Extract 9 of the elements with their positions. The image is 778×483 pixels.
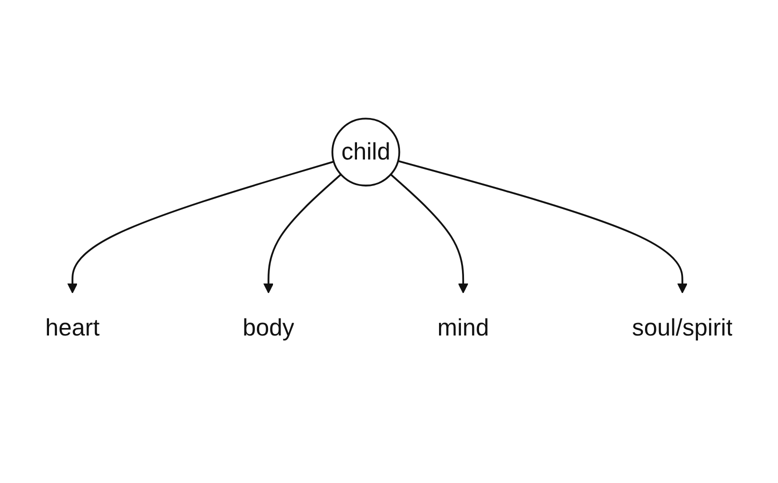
node-text: soul/spirit (632, 315, 733, 342)
arrow (263, 174, 342, 294)
node-text: mind (437, 315, 490, 342)
node-text: body (242, 315, 294, 342)
node-circle: child (331, 118, 400, 186)
arrow (398, 160, 688, 294)
arrow (390, 174, 468, 294)
arrow (67, 160, 334, 294)
node-text: heart (45, 315, 100, 342)
